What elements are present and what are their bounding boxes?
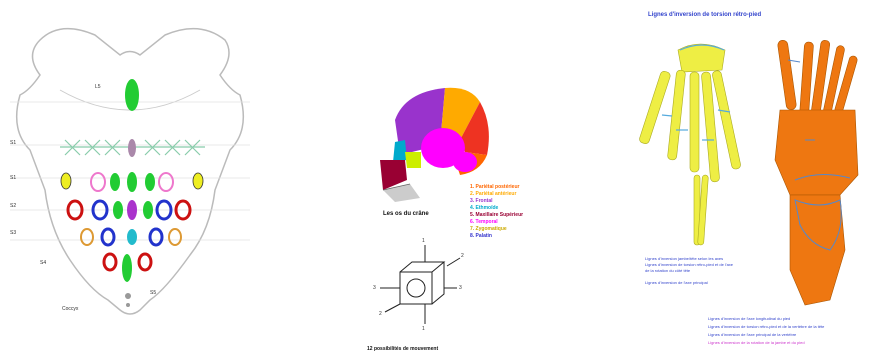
label-coccyx: Coccyx: [62, 306, 78, 312]
note-line: Lignes d'inversion de l'axe longitudinal…: [708, 316, 790, 321]
temporal-bone: [453, 152, 477, 172]
s4-marker: [81, 229, 93, 245]
sacrum-diagram: L5 S1 S1 S2 S3 S4 S5 Coccyx: [0, 0, 260, 330]
s2-marker: [91, 173, 105, 191]
sacrum-drawing: [0, 0, 260, 330]
s2-marker: [127, 172, 137, 192]
cube-axis-label: 2: [379, 311, 382, 317]
cube-axis-label: 1: [422, 326, 425, 332]
note-line: Lignes d'inversion de torsion rétro-pied…: [645, 262, 733, 267]
s5-marker: [122, 254, 132, 282]
s2-marker: [145, 173, 155, 191]
legend-item: 6. Temporal: [470, 219, 498, 225]
legend-item: 4. Ethmoïde: [470, 205, 498, 211]
label-s2: S2: [10, 203, 16, 209]
s3-marker: [127, 200, 137, 220]
cube-axis-label: 2: [461, 253, 464, 259]
cube-axis-label: 3: [459, 285, 462, 291]
s4-marker: [127, 229, 137, 245]
s3-marker: [113, 201, 123, 219]
s2-marker: [110, 173, 120, 191]
coccyx-marker: [126, 303, 130, 307]
hand-bones: [639, 44, 742, 245]
legend-item: 3. Frontal: [470, 198, 493, 204]
cube-drawing: [380, 245, 460, 324]
s1-center-marker: [128, 139, 136, 157]
skull-diagram: Les os du crâne 1. Pariétal postérieur 2…: [365, 80, 545, 356]
label-s5: S5: [150, 290, 156, 296]
cube-axis-label: 3: [373, 285, 376, 291]
zygomatic-bone: [405, 152, 421, 168]
s4-marker: [102, 229, 114, 245]
note-line: Lignes d'inversion de l'axe principal: [645, 280, 708, 285]
s4-marker: [169, 229, 181, 245]
legend-item: 7. Zygomatique: [470, 226, 507, 232]
note-line: de la rotation du côté tête: [645, 268, 690, 273]
s2-marker-left: [61, 173, 71, 189]
legend-item: 2. Pariétal antérieur: [470, 191, 516, 197]
legend-item: 8. Palatin: [470, 233, 492, 239]
legend-item: 5. Maxillaire Supérieur: [470, 212, 523, 218]
l5-marker: [125, 79, 139, 111]
skull-caption: Les os du crâne: [383, 211, 429, 217]
note-line: Lignes d'inversion jambe/tête selon les …: [645, 256, 723, 261]
label-s4: S4: [40, 260, 46, 266]
note-line: Lignes d'inversion de torsion rétro-pied…: [708, 324, 824, 329]
s2-marker-right: [193, 173, 203, 189]
label-s1: S1: [10, 175, 16, 181]
hand-foot-diagram: Lignes d'inversion de torsion rétro-pied: [630, 0, 879, 356]
s5-marker: [139, 254, 151, 270]
s3-marker: [143, 201, 153, 219]
note-line: Lignes d'inversion de la rotation de la …: [708, 340, 805, 345]
skull-drawing: [365, 80, 545, 356]
foot-bones: [775, 40, 858, 305]
s5-marker: [104, 254, 116, 270]
hand-foot-drawing: [630, 0, 879, 356]
label-l5: L5: [95, 84, 101, 90]
s2-marker: [159, 173, 173, 191]
legend-item: 1. Pariétal postérieur: [470, 184, 519, 190]
coccyx-marker: [125, 293, 131, 299]
s4-marker: [150, 229, 162, 245]
label-s3: S3: [10, 230, 16, 236]
cube-caption: 12 possibilités de mouvement: [367, 346, 438, 352]
cube-axis-label: 1: [422, 238, 425, 244]
ethmoid-bone: [393, 140, 407, 162]
label-s1: S1: [10, 140, 16, 146]
note-line: Lignes d'inversion de l'axe principal de…: [708, 332, 796, 337]
